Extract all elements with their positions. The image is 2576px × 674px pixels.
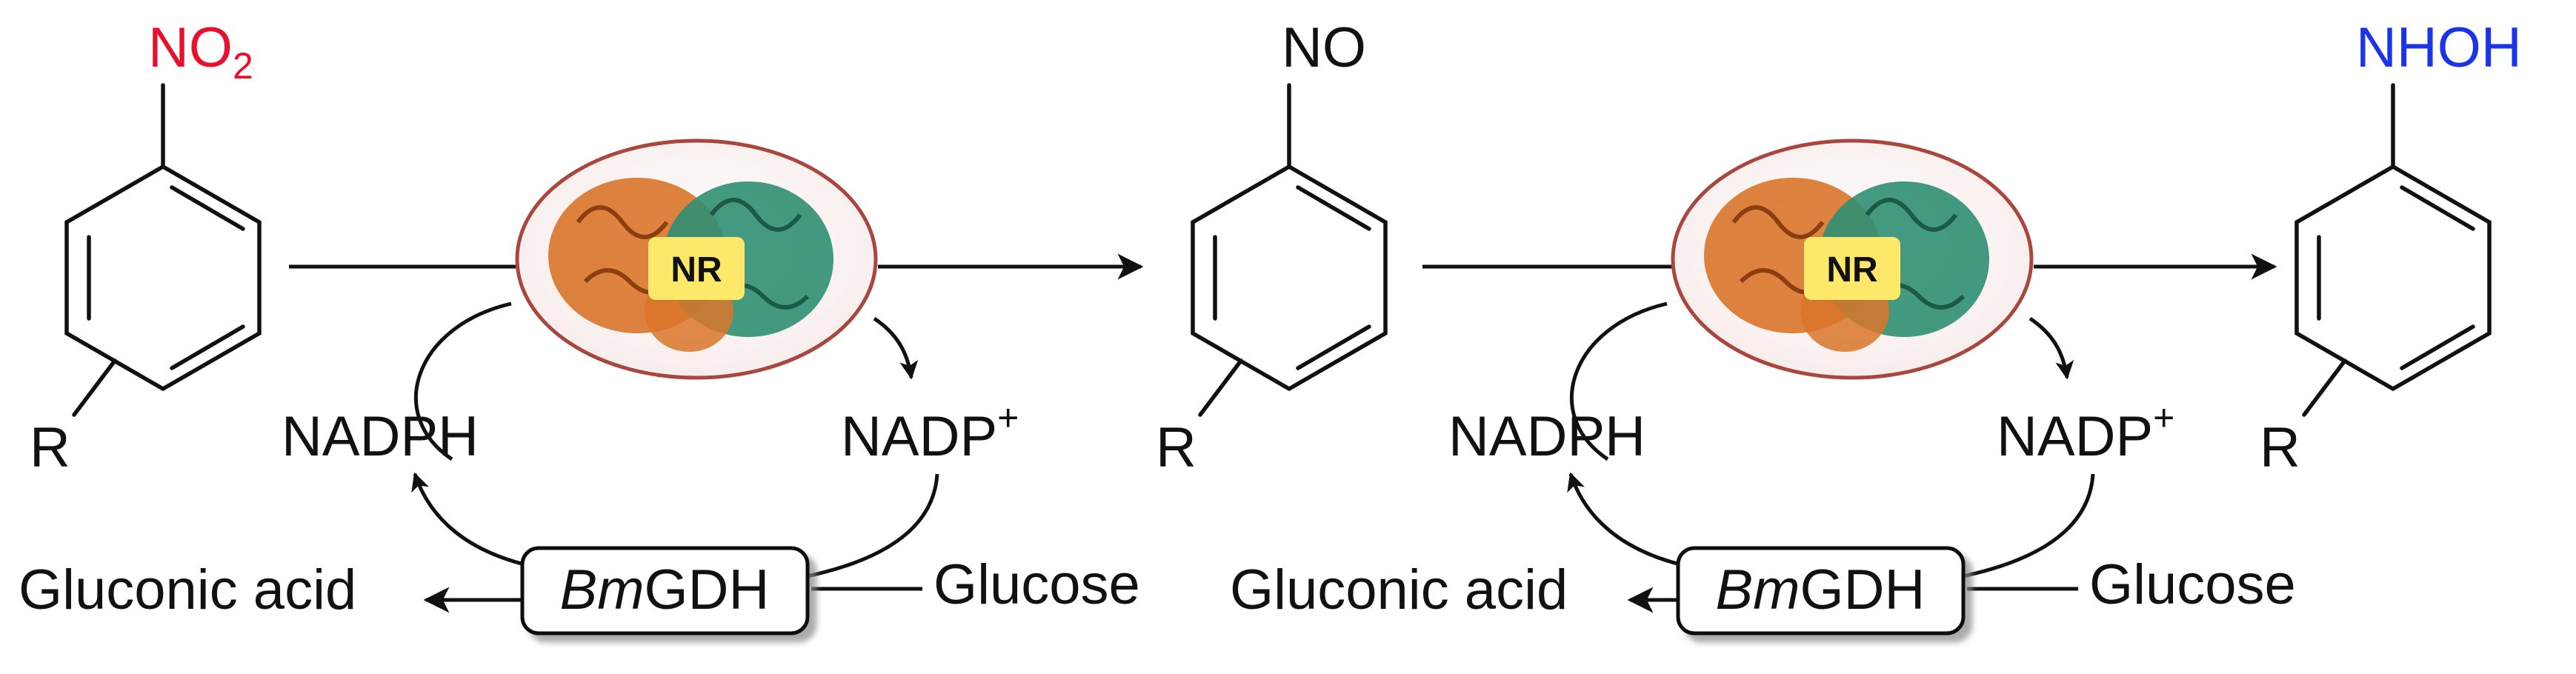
benzene-ring-icon (2294, 83, 2492, 417)
cycle-arrow-nadph (411, 472, 534, 569)
functional-group-label: NO2 (148, 16, 253, 87)
cofactor-oxidized-label: NADP+ (1997, 397, 2174, 468)
benzene-ring-icon (64, 83, 262, 417)
enzyme-label: NR (1826, 250, 1877, 290)
molecule-hydroxylamine: NHOH R (2260, 16, 2522, 479)
cycle-arc-upper-left (414, 301, 512, 461)
nr-badge (1804, 237, 1900, 300)
enzyme-nr-structure: NR (515, 139, 878, 380)
substituent-label: R (30, 416, 70, 479)
cycle-arrow-nadp (2028, 316, 2074, 380)
molecule-nitrosoarene: NO R (1156, 16, 1388, 479)
cofactor-reduced-label: NADPH (1448, 405, 1645, 468)
glucose-label: Glucose (933, 553, 1140, 616)
cofactor-reduced-label: NADPH (282, 405, 479, 468)
nr-badge (648, 237, 745, 300)
benzene-ring-icon (1191, 83, 1388, 417)
cycle-arc-lower-right (1955, 473, 2095, 580)
substituent-label: R (1156, 416, 1197, 479)
cofactor-oxidized-label: NADP+ (841, 397, 1019, 468)
substituent-label: R (2260, 416, 2300, 479)
reaction-step-1: NR NADPH NADP+ BmGDH Gluconic acid Gluco… (19, 139, 1144, 635)
gluconic-acid-label: Gluconic acid (19, 558, 356, 621)
molecule-nitroarene: NO2 R (30, 16, 262, 479)
enzyme-nr-structure: NR (1671, 139, 2034, 380)
bmgdh-label: BmGDH (560, 558, 770, 621)
gluconic-acid-label: Gluconic acid (1230, 558, 1568, 621)
bmgdh-box: BmGDH (1676, 546, 1966, 635)
cycle-arrow-nadph (1567, 472, 1690, 569)
cycle-arc-lower-right (799, 473, 939, 580)
functional-group-label: NO (1282, 16, 1366, 79)
cycle-arc-upper-left (1570, 301, 1668, 461)
cycle-arrow-nadp (873, 316, 919, 380)
reaction-step-2: NR NADPH NADP+ BmGDH Gluconic acid Gluco… (1230, 139, 2296, 635)
bmgdh-box: BmGDH (520, 546, 810, 635)
functional-group-label: NHOH (2356, 16, 2522, 79)
bmgdh-label: BmGDH (1716, 558, 1926, 621)
glucose-label: Glucose (2089, 553, 2296, 616)
enzyme-label: NR (670, 250, 722, 290)
